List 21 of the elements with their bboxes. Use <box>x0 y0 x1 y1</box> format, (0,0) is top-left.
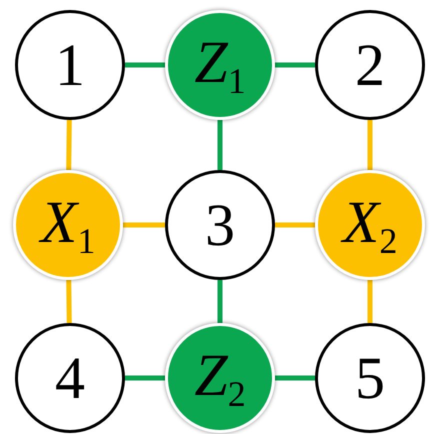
node-label: 3 <box>205 195 235 255</box>
connector-line <box>123 222 165 228</box>
node-label: X$_{2}$ <box>342 192 398 258</box>
connector-line <box>275 62 315 68</box>
node-label: 4 <box>55 348 85 408</box>
connector-line <box>66 120 72 170</box>
connector-line <box>125 62 165 68</box>
connector-line <box>125 376 165 380</box>
node-label: Z$_{1}$ <box>194 32 246 98</box>
connector-line <box>66 280 72 324</box>
connector-line <box>275 376 315 380</box>
connector-line <box>275 222 315 228</box>
connector-line <box>368 120 372 170</box>
connector-line <box>218 120 222 170</box>
node-label: 1 <box>55 35 85 95</box>
node-label: X$_{1}$ <box>40 192 96 258</box>
connector-line <box>368 280 372 323</box>
connector-line <box>218 280 222 323</box>
node-label: 2 <box>355 35 385 95</box>
node-label: 5 <box>355 348 385 408</box>
node-label: Z$_{2}$ <box>194 344 246 412</box>
